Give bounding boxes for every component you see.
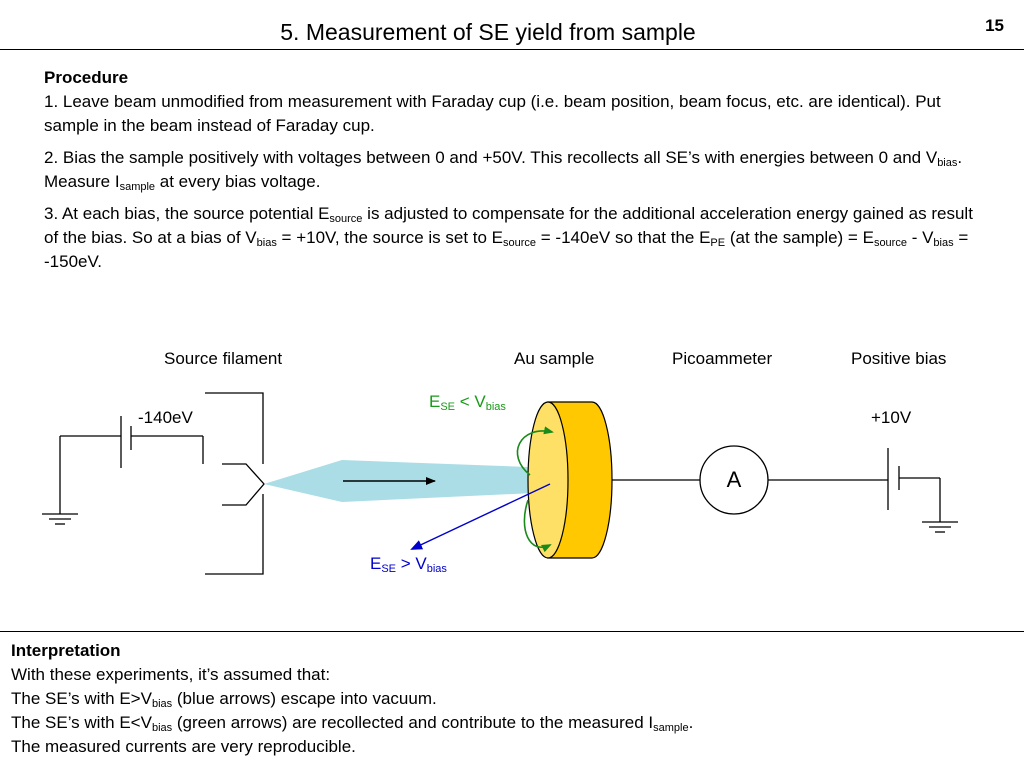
interpretation-line-3: The SE’s with E<Vbias (green arrows) are… [11,713,694,734]
interpretation-heading: Interpretation [11,641,121,660]
interpretation-line-4: The measured currents are very reproduci… [11,737,356,756]
bias-battery-symbol [887,448,940,510]
procedure-step-2: 2. Bias the sample positively with volta… [44,148,963,193]
ammeter-letter: A [727,467,742,492]
label-bias-voltage: +10V [871,408,912,427]
procedure-step-3: 3. At each bias, the source potential Es… [44,204,973,271]
interpretation-line-1: With these experiments, it’s assumed tha… [11,665,331,684]
source-ground-symbol [42,436,78,525]
source-filament-electrodes [202,392,265,575]
interpretation-divider [0,631,1024,632]
green-recollected-arrow-bottom [523,499,552,553]
page-number: 15 [985,16,1004,35]
slide-title: 5. Measurement of SE yield from sample [280,19,696,45]
bias-ground-symbol [922,478,958,533]
interpretation-line-2: The SE’s with E>Vbias (blue arrows) esca… [11,689,437,710]
procedure-heading: Procedure [44,68,129,87]
au-sample [527,401,613,559]
label-picoammeter: Picoammeter [672,349,773,368]
label-au-sample: Au sample [514,349,595,368]
procedure-step-1: 1. Leave beam unmodified from measuremen… [44,92,941,135]
blue-escape-arrow [410,483,551,550]
title-divider [0,49,1024,50]
label-source-filament: Source filament [164,349,283,368]
source-battery-symbol [60,416,203,468]
label-blue-escape: ESE > Vbias [370,554,447,575]
interpretation-section: Interpretation With these experiments, i… [11,639,1011,759]
label-positive-bias: Positive bias [851,349,947,368]
label-source-voltage: -140eV [138,408,193,427]
procedure-section: Procedure 1. Leave beam unmodified from … [44,66,984,282]
label-green-recollected: ESE < Vbias [429,392,506,413]
green-recollected-arrow-top [516,426,554,476]
